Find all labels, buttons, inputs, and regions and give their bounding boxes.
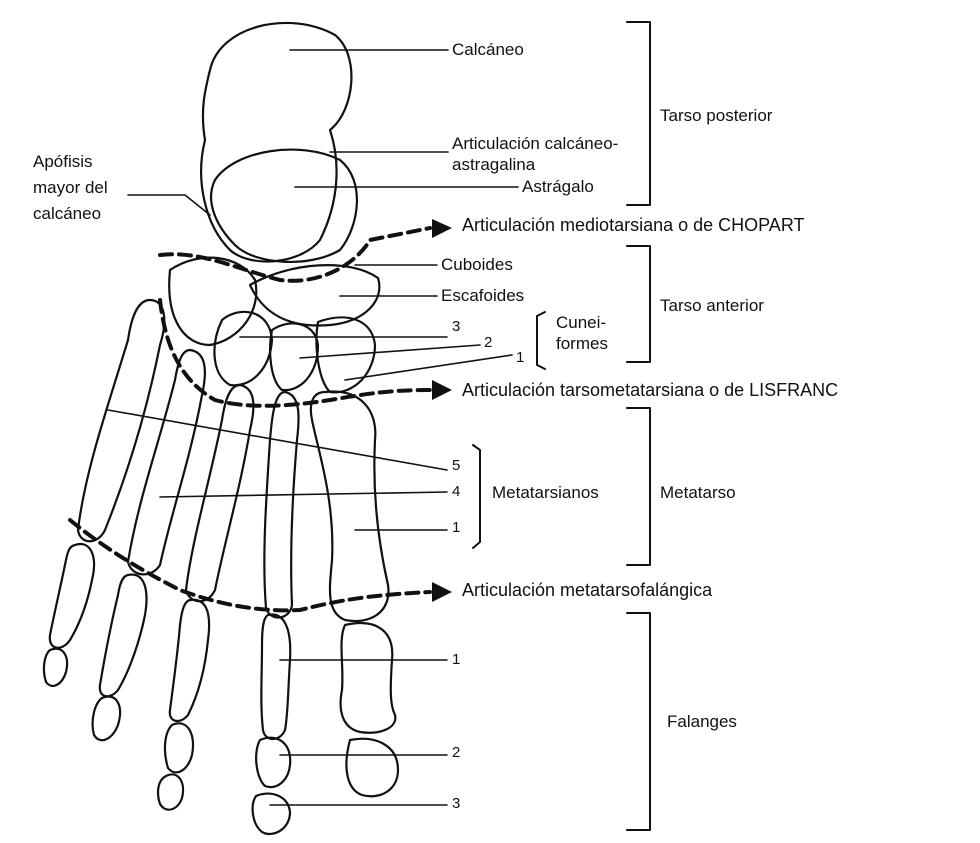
label-cuneiformes-2: formes bbox=[556, 334, 608, 354]
label-metatarsofalangica: Articulación metatarsofalángica bbox=[462, 580, 712, 600]
label-articulacion-calcaneo-astragalina-1: Articulación calcáneo- bbox=[452, 134, 618, 154]
group-tarso-anterior: Tarso anterior bbox=[660, 296, 764, 316]
bracket-falanges bbox=[627, 613, 650, 830]
number-cuneiform-2: 2 bbox=[484, 335, 492, 351]
label-metatarsianos: Metatarsianos bbox=[492, 483, 599, 503]
metatarsal-1 bbox=[311, 392, 389, 622]
bracket-metatarsianos bbox=[473, 445, 480, 548]
label-calcaneo: Calcáneo bbox=[452, 40, 524, 60]
phalanx-3 bbox=[253, 794, 290, 834]
cuneiform-3 bbox=[214, 312, 272, 386]
phalanx-2 bbox=[256, 738, 290, 787]
bracket-metatarso bbox=[627, 408, 650, 565]
label-apofisis-3: calcáneo bbox=[33, 204, 101, 224]
number-phalanx-3: 3 bbox=[452, 796, 460, 812]
bracket-cuneiformes bbox=[537, 312, 545, 369]
number-cuneiform-1: 1 bbox=[516, 350, 524, 366]
number-cuneiform-3: 3 bbox=[452, 319, 460, 335]
metatarsal-5 bbox=[78, 300, 164, 541]
label-apofisis-2: mayor del bbox=[33, 178, 108, 198]
label-escafoides: Escafoides bbox=[441, 286, 524, 306]
metatarsal-3 bbox=[186, 385, 253, 601]
bracket-tarso-posterior bbox=[627, 22, 650, 205]
group-falanges: Falanges bbox=[667, 712, 737, 732]
metatarsal-2 bbox=[264, 392, 298, 617]
label-astragalo: Astrágalo bbox=[522, 177, 594, 197]
calcaneus-bone bbox=[201, 23, 351, 262]
metatarsal-4 bbox=[128, 350, 205, 574]
number-phalanx-1: 1 bbox=[452, 652, 460, 668]
chopart-line bbox=[160, 228, 430, 281]
group-metatarso: Metatarso bbox=[660, 483, 736, 503]
group-tarso-posterior: Tarso posterior bbox=[660, 106, 772, 126]
number-metatarsal-4: 4 bbox=[452, 484, 460, 500]
number-metatarsal-1: 1 bbox=[452, 520, 460, 536]
label-apofisis-1: Apófisis bbox=[33, 152, 93, 172]
label-articulacion-calcaneo-astragalina-2: astragalina bbox=[452, 155, 535, 175]
talus-bone bbox=[211, 150, 357, 262]
lisfranc-line bbox=[160, 300, 430, 406]
phalanx-1 bbox=[261, 615, 290, 739]
mtp-line bbox=[70, 520, 430, 610]
label-lisfranc: Articulación tarsometatarsiana o de LISF… bbox=[462, 380, 838, 400]
label-cuneiformes-1: Cunei- bbox=[556, 313, 606, 333]
bracket-tarso-anterior bbox=[627, 246, 650, 362]
number-phalanx-2: 2 bbox=[452, 745, 460, 761]
number-metatarsal-5: 5 bbox=[452, 458, 460, 474]
label-chopart: Articulación mediotarsiana o de CHOPART bbox=[462, 215, 804, 235]
label-cuboides: Cuboides bbox=[441, 255, 513, 275]
